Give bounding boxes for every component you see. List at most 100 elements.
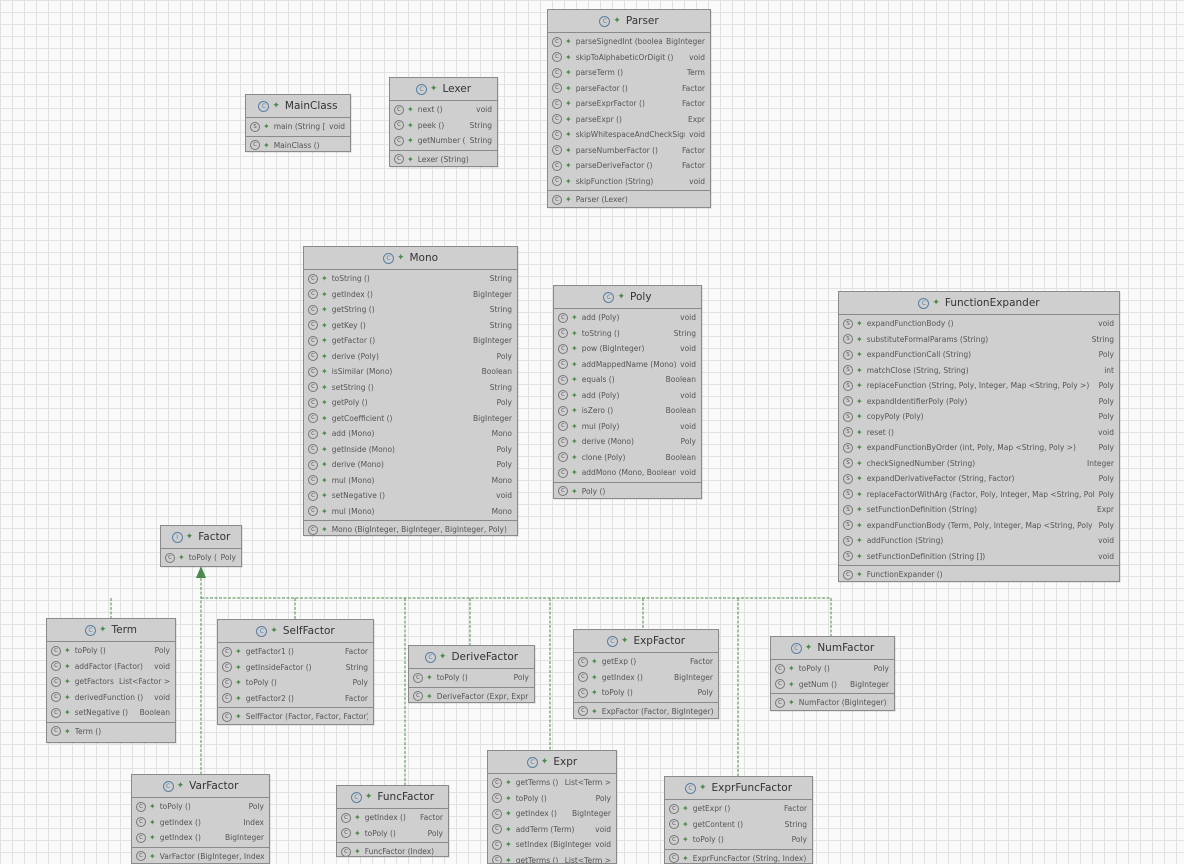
method-row[interactable]: C✦parseDeriveFactor ()Factor bbox=[548, 158, 710, 174]
method-row[interactable]: C✦getExp ()Factor bbox=[574, 654, 718, 670]
method-row[interactable]: C✦getInside (Mono)Poly bbox=[304, 442, 517, 458]
class-header[interactable]: C✦Term bbox=[47, 619, 175, 642]
method-row[interactable]: S✦expandFunctionCall (String)Poly bbox=[839, 347, 1119, 363]
method-row[interactable]: C✦getKey ()String bbox=[304, 318, 517, 334]
method-row[interactable]: C✦getIndex ()BigInteger bbox=[132, 830, 269, 846]
constructor-row[interactable]: C✦Parser (Lexer) bbox=[548, 192, 710, 207]
method-row[interactable]: S✦addFunction (String)void bbox=[839, 533, 1119, 549]
method-row[interactable]: S✦replaceFunction (String, Poly, Integer… bbox=[839, 378, 1119, 394]
method-row[interactable]: C✦getIndex ()BigInteger bbox=[488, 806, 616, 822]
class-header[interactable]: C✦DeriveFactor bbox=[409, 646, 534, 669]
constructor-row[interactable]: C✦Lexer (String) bbox=[390, 152, 497, 167]
method-row[interactable]: C✦mul (Poly)void bbox=[554, 419, 701, 435]
method-row[interactable]: C✦setIndex (BigInteger)void bbox=[488, 837, 616, 853]
class-header[interactable]: C✦SelfFactor bbox=[218, 620, 373, 643]
constructor-row[interactable]: C✦ExprFuncFactor (String, Index) bbox=[665, 851, 812, 863]
method-row[interactable]: S✦setFunctionDefinition (String)Expr bbox=[839, 502, 1119, 518]
class-header[interactable]: C✦Lexer bbox=[390, 78, 497, 101]
method-row[interactable]: C✦toPoly ()Poly bbox=[665, 832, 812, 848]
method-row[interactable]: C✦parseExpr ()Expr bbox=[548, 112, 710, 128]
class-header[interactable]: C✦FuncFactor bbox=[337, 786, 448, 809]
method-row[interactable]: C✦toPoly ()Poly bbox=[337, 826, 448, 842]
method-row[interactable]: C✦skipWhitespaceAndCheckSign ()void bbox=[548, 127, 710, 143]
constructor-row[interactable]: C✦VarFactor (BigInteger, Index) bbox=[132, 849, 269, 864]
constructor-row[interactable]: C✦MainClass () bbox=[246, 138, 350, 152]
constructor-row[interactable]: C✦NumFactor (BigInteger) bbox=[771, 695, 894, 710]
method-row[interactable]: S✦main (String [])void bbox=[246, 119, 350, 135]
class-header[interactable]: C✦FunctionExpander bbox=[839, 292, 1119, 315]
method-row[interactable]: C✦toPoly ()Poly bbox=[47, 643, 175, 659]
method-row[interactable]: C✦setNegative ()void bbox=[304, 488, 517, 504]
method-row[interactable]: C✦addMappedName (Mono)void bbox=[554, 357, 701, 373]
constructor-row[interactable]: C✦ExpFactor (Factor, BigInteger) bbox=[574, 704, 718, 719]
method-row[interactable]: C✦clone (Poly)Boolean bbox=[554, 450, 701, 466]
method-row[interactable]: C✦getCoefficient ()BigInteger bbox=[304, 411, 517, 427]
method-row[interactable]: C✦pow (BigInteger)void bbox=[554, 341, 701, 357]
constructor-row[interactable]: C✦FunctionExpander () bbox=[839, 567, 1119, 581]
method-row[interactable]: C✦toPoly ()Poly bbox=[132, 799, 269, 815]
method-row[interactable]: S✦expandFunctionBody (Term, Poly, Intege… bbox=[839, 518, 1119, 534]
constructor-row[interactable]: C✦SelfFactor (Factor, Factor, Factor) bbox=[218, 709, 373, 724]
method-row[interactable]: C✦derivedFunction ()void bbox=[47, 690, 175, 706]
method-row[interactable]: C✦toPoly ()Poly bbox=[488, 791, 616, 807]
method-row[interactable]: C✦parseTerm ()Term bbox=[548, 65, 710, 81]
class-header[interactable]: I✦Factor bbox=[161, 526, 241, 549]
method-row[interactable]: C✦getFactors ()List<Factor > bbox=[47, 674, 175, 690]
method-row[interactable]: C✦getTerms ()List<Term > bbox=[488, 775, 616, 791]
method-row[interactable]: S✦expandDerivativeFactor (String, Factor… bbox=[839, 471, 1119, 487]
method-row[interactable]: S✦expandIdentifierPoly (Poly)Poly bbox=[839, 394, 1119, 410]
class-header[interactable]: C✦NumFactor bbox=[771, 637, 894, 660]
constructor-row[interactable]: C✦Poly () bbox=[554, 484, 701, 499]
constructor-row[interactable]: C✦DeriveFactor (Expr, Expr) bbox=[409, 689, 534, 703]
method-row[interactable]: C✦getString ()String bbox=[304, 302, 517, 318]
method-row[interactable]: C✦toPoly ()Poly bbox=[161, 550, 241, 566]
method-row[interactable]: C✦mul (Mono)Mono bbox=[304, 473, 517, 489]
method-row[interactable]: C✦add (Poly)void bbox=[554, 310, 701, 326]
class-header[interactable]: C✦Parser bbox=[548, 10, 710, 33]
method-row[interactable]: C✦getNumber ()String bbox=[390, 133, 497, 149]
method-row[interactable]: C✦parseNumberFactor ()Factor bbox=[548, 143, 710, 159]
class-header[interactable]: C✦Poly bbox=[554, 286, 701, 309]
method-row[interactable]: C✦getPoly ()Poly bbox=[304, 395, 517, 411]
method-row[interactable]: C✦addFactor (Factor)void bbox=[47, 659, 175, 675]
class-header[interactable]: C✦Expr bbox=[488, 751, 616, 774]
method-row[interactable]: C✦next ()void bbox=[390, 102, 497, 118]
method-row[interactable]: C✦getIndex ()BigInteger bbox=[304, 287, 517, 303]
method-row[interactable]: S✦reset ()void bbox=[839, 425, 1119, 441]
class-header[interactable]: C✦MainClass bbox=[246, 95, 350, 118]
method-row[interactable]: C✦skipToAlphabeticOrDigit ()void bbox=[548, 50, 710, 66]
method-row[interactable]: S✦setFunctionDefinition (String [])void bbox=[839, 549, 1119, 565]
method-row[interactable]: C✦getIndex ()Index bbox=[132, 815, 269, 831]
method-row[interactable]: C✦setNegative ()Boolean bbox=[47, 705, 175, 721]
method-row[interactable]: C✦parseSignedInt (boolean)BigInteger bbox=[548, 34, 710, 50]
method-row[interactable]: C✦skipFunction (String)void bbox=[548, 174, 710, 190]
method-row[interactable]: C✦derive (Poly)Poly bbox=[304, 349, 517, 365]
class-header[interactable]: C✦VarFactor bbox=[132, 775, 269, 798]
method-row[interactable]: C✦isSimilar (Mono)Boolean bbox=[304, 364, 517, 380]
method-row[interactable]: C✦getIndex ()BigInteger bbox=[574, 670, 718, 686]
method-row[interactable]: S✦checkSignedNumber (String)Integer bbox=[839, 456, 1119, 472]
method-row[interactable]: C✦getInsideFactor ()String bbox=[218, 660, 373, 676]
method-row[interactable]: C✦getTerms ()List<Term > bbox=[488, 853, 616, 863]
method-row[interactable]: C✦derive (Mono)Poly bbox=[554, 434, 701, 450]
method-row[interactable]: C✦getIndex ()Factor bbox=[337, 810, 448, 826]
method-row[interactable]: C✦derive (Mono)Poly bbox=[304, 457, 517, 473]
method-row[interactable]: C✦addTerm (Term)void bbox=[488, 822, 616, 838]
method-row[interactable]: C✦add (Poly)void bbox=[554, 388, 701, 404]
method-row[interactable]: C✦equals ()Boolean bbox=[554, 372, 701, 388]
class-header[interactable]: C✦Mono bbox=[304, 247, 517, 270]
method-row[interactable]: C✦parseExprFactor ()Factor bbox=[548, 96, 710, 112]
